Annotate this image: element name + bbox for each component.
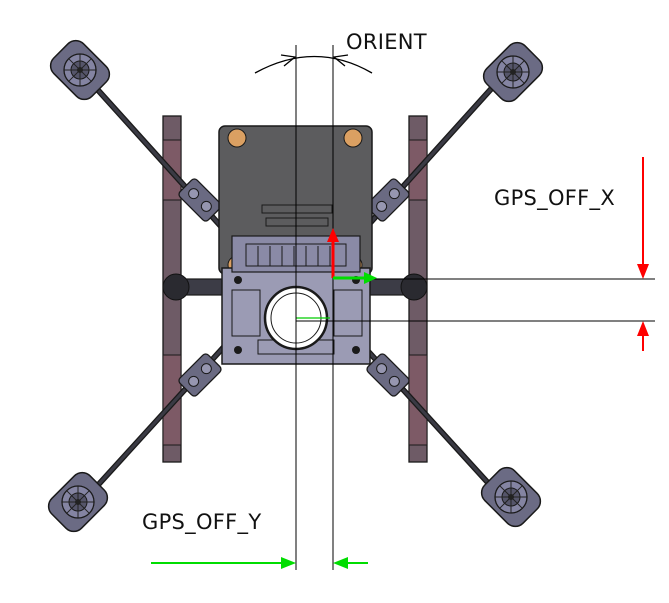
gps-off-y-arrows (151, 557, 368, 569)
motor-rear-right (476, 462, 546, 532)
orient-arrowheads (280, 54, 349, 67)
dimension-lines (254, 45, 655, 570)
motor-front-right (478, 37, 548, 107)
body-axis-x (327, 228, 339, 278)
orient-label: ORIENT (346, 30, 427, 54)
gps-off-x-label: GPS_OFF_X (494, 186, 616, 210)
body-axis-y (333, 272, 377, 284)
gps-off-x-arrows (637, 157, 649, 351)
gps-off-y-label: GPS_OFF_Y (142, 510, 262, 534)
